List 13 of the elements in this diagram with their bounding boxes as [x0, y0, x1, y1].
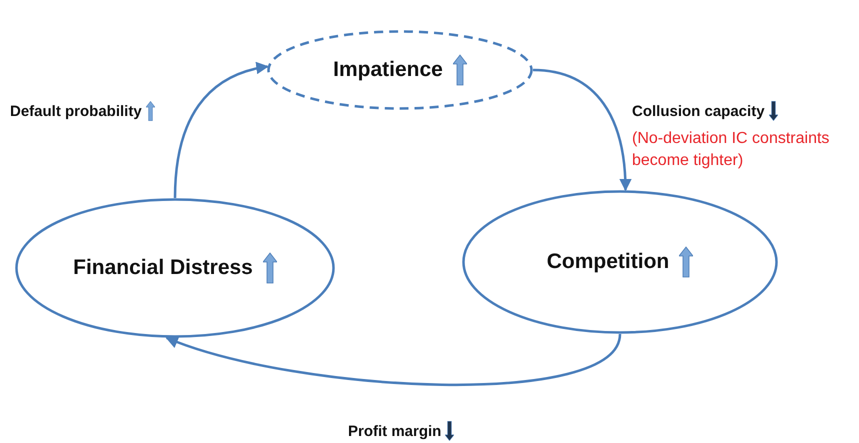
ellipse-node — [15, 198, 335, 338]
arrow — [174, 62, 269, 198]
arrow — [165, 334, 622, 386]
ellipse-node — [462, 190, 778, 334]
note-text: (No-deviation IC constraints become tighter) — [632, 129, 830, 171]
ellipse-node — [267, 30, 533, 110]
arrow — [532, 68, 632, 192]
edge-label: Default probability — [10, 102, 142, 120]
node-label: Competition — [546, 250, 670, 274]
edge-label: Collusion capacity — [632, 102, 765, 120]
edge-label: Profit margin — [348, 422, 442, 440]
node-label: Impatience — [333, 58, 443, 82]
node-label: Financial Distress — [73, 256, 253, 280]
